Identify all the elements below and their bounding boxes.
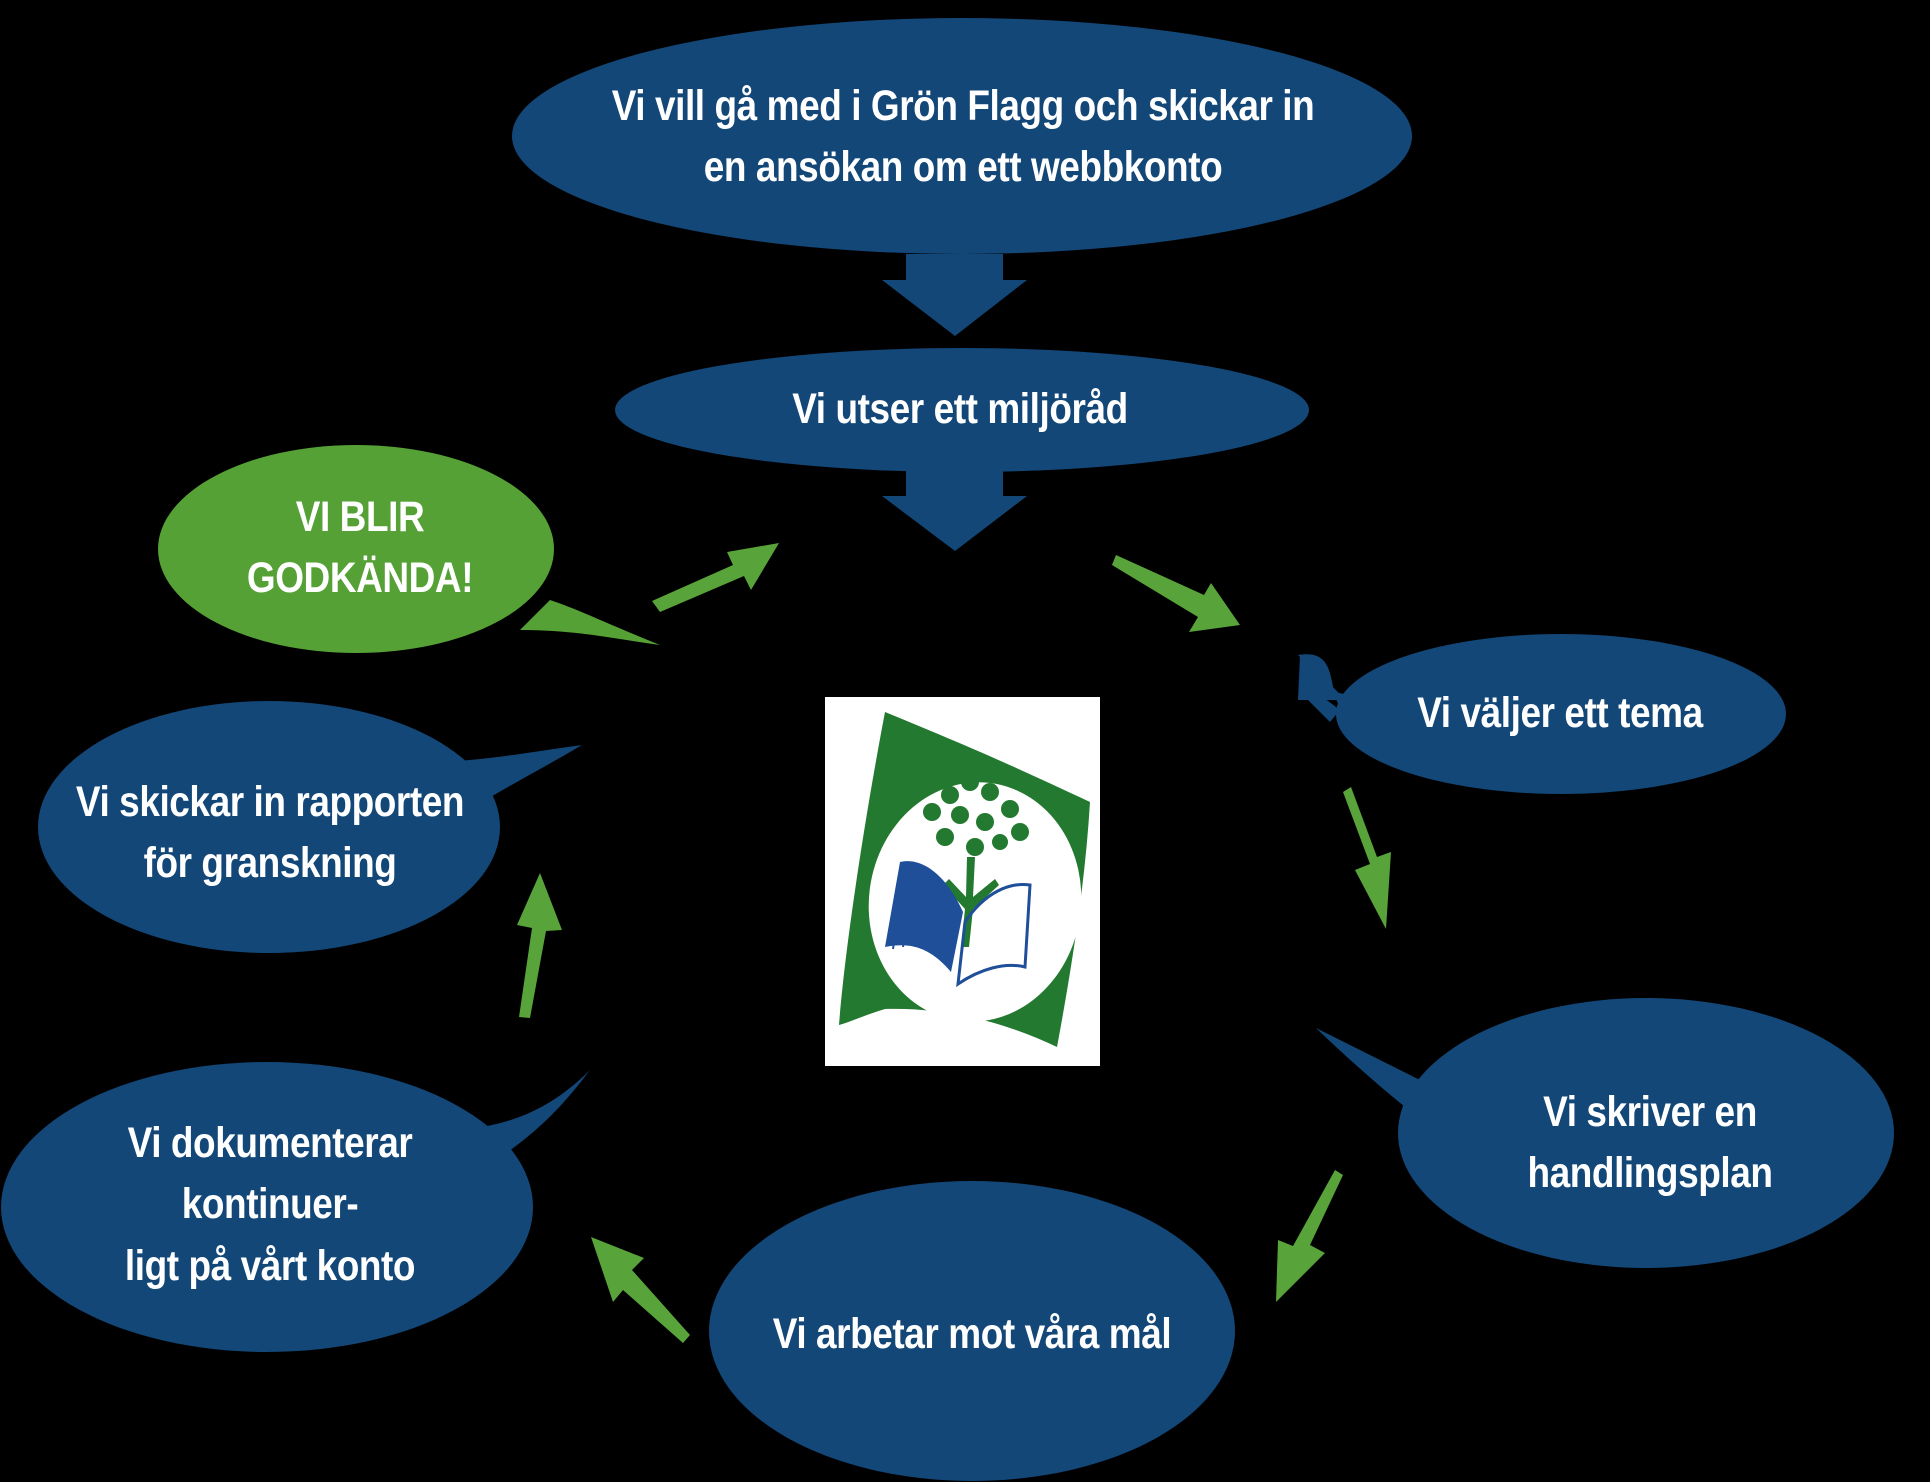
bubble-approved <box>158 445 660 653</box>
bubble-theme <box>1298 634 1786 794</box>
green-flag-logo-icon <box>839 712 1090 1047</box>
step-report-label: Vi skickar in rapporten för granskning <box>75 777 465 887</box>
arrow-green-5 <box>517 873 562 1018</box>
arrow-green-1 <box>1112 555 1240 632</box>
arrow-green-3 <box>1276 1170 1343 1302</box>
step-apply-label: Vi vill gå med i Grön Flagg och skickar … <box>611 81 1315 191</box>
bubble-plan <box>1316 998 1894 1268</box>
bubble-work <box>709 1181 1235 1481</box>
arrow-green-4 <box>591 1237 690 1343</box>
green-flag-logo <box>825 697 1100 1066</box>
step-plan-label: Vi skriver en handlingsplan <box>1435 1088 1865 1197</box>
arrow-down-2 <box>882 470 1027 551</box>
step-work-label: Vi arbetar mot våra mål <box>772 1310 1172 1359</box>
arrow-green-6 <box>652 543 779 612</box>
arrow-green-2 <box>1343 787 1391 929</box>
step-approved-label: VI BLIR GODKÄNDA! <box>197 493 524 602</box>
bubble-document <box>1 1062 590 1352</box>
step-theme-label: Vi väljer ett tema <box>1417 689 1703 738</box>
bubble-apply <box>512 18 1412 254</box>
bubble-report <box>38 701 582 953</box>
arrow-down-1 <box>882 254 1027 336</box>
bubble-council <box>615 348 1309 472</box>
step-document-label: Vi dokumenterar kontinuer- ligt på vårt … <box>124 1119 416 1290</box>
step-council-label: Vi utser ett miljöråd <box>792 385 1128 434</box>
